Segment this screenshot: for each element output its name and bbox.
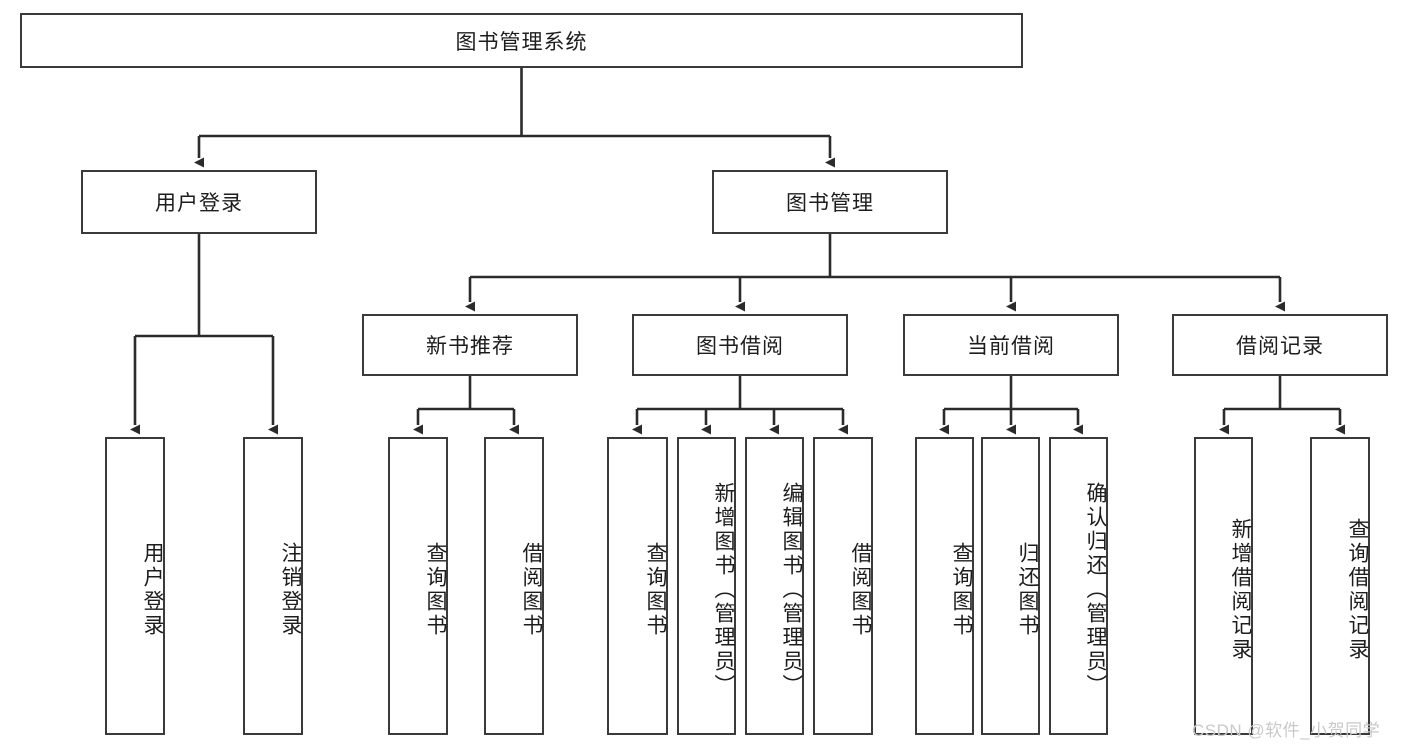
node-label: 查询借阅记录 xyxy=(1346,518,1369,662)
leaf-node[interactable]: 归还图书 xyxy=(981,437,1040,735)
leaf-node[interactable]: 注销登录 xyxy=(243,437,303,735)
node-label: 图书借阅 xyxy=(696,335,784,358)
leaf-node[interactable]: 查询图书 xyxy=(915,437,974,735)
node-label: 新书推荐 xyxy=(426,335,514,358)
level3-node[interactable]: 新书推荐 xyxy=(362,314,578,376)
csdn-watermark: CSDN @软件_小贺同学 xyxy=(1192,721,1381,740)
node-label: 图书管理 xyxy=(786,192,874,215)
leaf-node[interactable]: 借阅图书 xyxy=(484,437,544,735)
node-label: 查询图书 xyxy=(644,542,667,638)
node-label: 借阅图书 xyxy=(520,542,543,638)
node-label: 注销登录 xyxy=(279,542,302,638)
leaf-node[interactable]: 查询图书 xyxy=(607,437,668,735)
level3-node[interactable]: 图书借阅 xyxy=(632,314,848,376)
leaf-node[interactable]: 编辑图书（管理员） xyxy=(745,437,804,735)
node-label: 当前借阅 xyxy=(967,335,1055,358)
level2-node[interactable]: 用户登录 xyxy=(81,170,317,234)
leaf-node[interactable]: 新增借阅记录 xyxy=(1194,437,1253,735)
node-label: 图书管理系统 xyxy=(455,30,588,54)
node-label: 确认归还（管理员） xyxy=(1084,482,1107,698)
leaf-node[interactable]: 用户登录 xyxy=(105,437,165,735)
leaf-node[interactable]: 新增图书（管理员） xyxy=(677,437,736,735)
leaf-node[interactable]: 借阅图书 xyxy=(813,437,873,735)
node-label: 查询图书 xyxy=(424,542,447,638)
level3-node[interactable]: 当前借阅 xyxy=(903,314,1119,376)
node-label: 归还图书 xyxy=(1016,542,1039,638)
leaf-node[interactable]: 查询借阅记录 xyxy=(1310,437,1370,735)
level3-node[interactable]: 借阅记录 xyxy=(1172,314,1388,376)
node-label: 查询图书 xyxy=(950,542,973,638)
leaf-node[interactable]: 查询图书 xyxy=(388,437,448,735)
node-label: 新增借阅记录 xyxy=(1229,518,1252,662)
level2-node[interactable]: 图书管理 xyxy=(712,170,948,234)
leaf-node[interactable]: 确认归还（管理员） xyxy=(1049,437,1108,735)
root-node[interactable]: 图书管理系统 xyxy=(20,13,1023,68)
node-label: 用户登录 xyxy=(155,192,243,215)
node-label: 编辑图书（管理员） xyxy=(780,482,803,698)
node-label: 借阅记录 xyxy=(1236,335,1324,358)
node-label: 借阅图书 xyxy=(849,542,872,638)
node-label: 用户登录 xyxy=(141,542,164,638)
node-label: 新增图书（管理员） xyxy=(712,482,735,698)
